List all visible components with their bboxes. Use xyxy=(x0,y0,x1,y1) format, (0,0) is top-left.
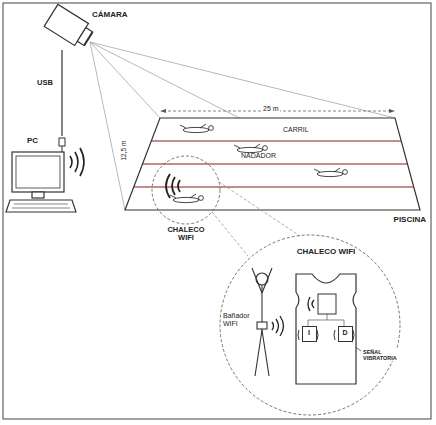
vest-outline xyxy=(308,297,310,311)
wifi-signal xyxy=(172,177,175,195)
swimmer-symbol xyxy=(263,146,268,151)
camera-symbol xyxy=(44,4,95,49)
dimension-line xyxy=(389,109,395,113)
swimmer-symbol xyxy=(173,197,199,202)
dimension-label: 25 m xyxy=(262,105,280,113)
frame-border xyxy=(3,3,431,419)
node-label: CHALECO WIFI xyxy=(162,226,210,243)
wifi-signal xyxy=(280,316,284,336)
usb-plug xyxy=(59,138,65,146)
computer-symbol xyxy=(14,204,68,205)
zoom-circle xyxy=(152,156,220,224)
vest-outline xyxy=(334,330,335,340)
swimmer-symbol xyxy=(234,144,260,148)
swimmer-label: NADADOR xyxy=(240,152,277,160)
zoom-leader xyxy=(212,182,300,256)
wifi-signal xyxy=(272,322,274,330)
vest-outline xyxy=(298,330,299,340)
vest-outline xyxy=(296,274,356,384)
swimmer-figure xyxy=(257,322,267,329)
node-label: I xyxy=(303,329,315,337)
swimmer-symbol xyxy=(170,124,347,203)
vibrator-box: D xyxy=(338,326,353,342)
swimmer-symbol xyxy=(199,196,204,201)
edge-label: USB xyxy=(36,79,54,87)
dimension-label: 12,5 m xyxy=(120,140,127,162)
usb-cable xyxy=(61,50,62,136)
swimmer-figure xyxy=(262,330,269,376)
vest-outline xyxy=(312,300,314,308)
camera-view-line xyxy=(90,42,420,210)
node-label: D xyxy=(339,329,351,337)
vest-outline xyxy=(308,314,344,326)
swimmer-symbol xyxy=(343,170,348,175)
usb-plug xyxy=(62,146,63,152)
swimmer-symbol xyxy=(237,147,263,152)
swimmer-symbol xyxy=(314,168,340,172)
swimmer-figure xyxy=(252,268,262,293)
wifi-signal xyxy=(178,180,180,192)
cable-connector xyxy=(62,50,63,136)
wifi-signal xyxy=(75,152,78,172)
node-label: CHALECO WIFI xyxy=(292,248,360,257)
swimmer-symbol xyxy=(180,124,206,128)
wifi-signal xyxy=(272,316,284,336)
node-label: CÁMARA xyxy=(92,11,148,20)
node-label: PISCINA xyxy=(360,216,426,225)
zoom-circle xyxy=(220,235,400,415)
computer-symbol xyxy=(12,208,70,209)
lane-line xyxy=(134,186,414,187)
wifi-signal xyxy=(276,319,279,333)
computer-symbol xyxy=(6,152,76,212)
swimmer-figure xyxy=(255,330,262,376)
wifi-signal xyxy=(80,148,84,176)
camera-view-line xyxy=(90,42,125,210)
lane-line xyxy=(142,163,408,164)
pool-node: PISCINA xyxy=(120,112,428,230)
camera-view-line xyxy=(90,42,420,210)
swimmer-symbol xyxy=(317,171,343,176)
camera-view-line xyxy=(90,42,395,118)
computer-symbol xyxy=(6,200,76,212)
wifi-signal xyxy=(166,174,170,198)
pool-outline xyxy=(125,118,420,210)
computer-symbol xyxy=(32,192,44,198)
dimension-line xyxy=(160,109,166,113)
lane-line xyxy=(134,141,414,187)
computer-symbol xyxy=(16,156,60,188)
lane-label: CARRIL xyxy=(282,126,310,134)
lane-line xyxy=(151,140,401,141)
vest-outline xyxy=(317,330,318,340)
usb-plug xyxy=(59,138,65,152)
swimmer-figure xyxy=(262,268,272,293)
zoom-node: CHALECO WIFI xyxy=(150,150,222,244)
camera-view-line xyxy=(90,42,160,118)
camera-node: CÁMARA xyxy=(40,2,150,50)
part-label: Bañador WIFI xyxy=(222,312,256,327)
vest-outline xyxy=(318,294,336,314)
zoom-leader xyxy=(219,182,300,236)
swimmer-symbol xyxy=(209,126,214,131)
wifi-signal xyxy=(166,174,180,198)
vest-outline xyxy=(288,248,364,388)
zoom-leader xyxy=(212,212,248,256)
computer-symbol xyxy=(12,152,64,192)
vest-outline xyxy=(353,330,354,340)
node-label: PC xyxy=(27,137,51,146)
wifi-signal xyxy=(70,156,72,168)
signal-label: SEÑAL VIBRATORIA xyxy=(362,349,406,361)
computer-node: PC xyxy=(5,136,81,216)
vibrator-box: I xyxy=(302,326,317,342)
wifi-signal xyxy=(70,148,84,176)
vest-node: CHALECO WIFI I D xyxy=(288,248,364,388)
swimmer-symbol xyxy=(183,127,209,132)
